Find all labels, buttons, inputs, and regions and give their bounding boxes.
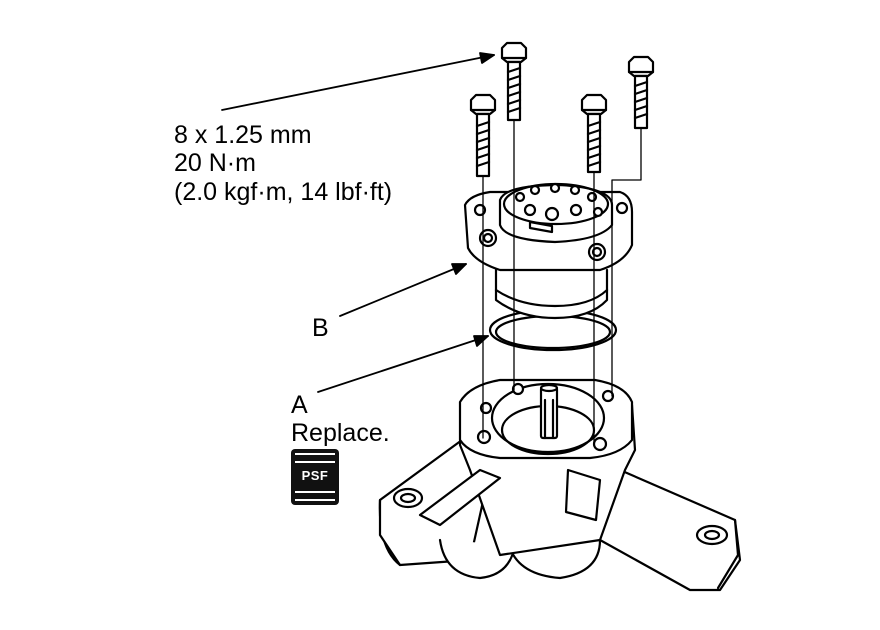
pump-cover: [463, 182, 634, 320]
leader-spec-arrow: [221, 52, 495, 111]
callout-b-label: B: [312, 314, 329, 342]
replace-note-label: Replace.: [291, 419, 390, 447]
bolt-1: [469, 93, 497, 178]
bolt-4: [627, 55, 655, 130]
psf-fluid-icon: PSF: [291, 449, 339, 505]
callout-a-label: A: [291, 391, 308, 419]
torque-alt-spec-label: (2.0 kgf·m, 14 lbf·ft): [174, 178, 393, 206]
thread-spec-label: 8 x 1.25 mm: [174, 121, 312, 149]
alignment-lines: [482, 119, 642, 445]
bracket-housing: [378, 378, 742, 592]
psf-badge-text: PSF: [301, 468, 329, 483]
badge-bottom-band: [295, 491, 335, 501]
bolt-2: [500, 41, 528, 122]
leader-b-arrow: [339, 263, 467, 317]
torque-spec-label: 20 N·m: [174, 149, 256, 177]
leader-a-arrow: [317, 335, 489, 393]
badge-top-band: [295, 453, 335, 463]
bolt-3: [580, 93, 608, 174]
